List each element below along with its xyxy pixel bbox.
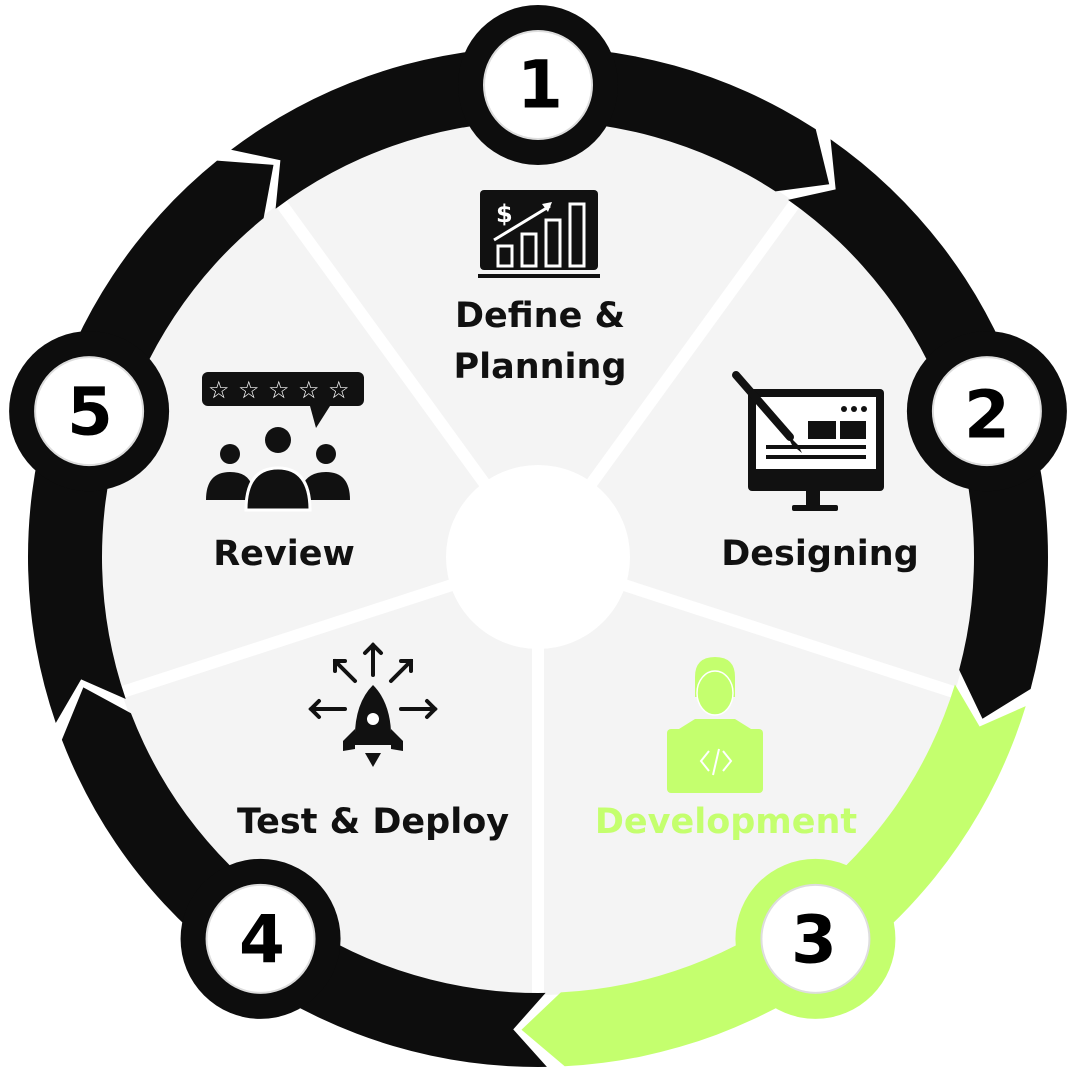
step-1-badge <box>483 30 593 140</box>
step-1-number: 1 <box>517 46 563 124</box>
svg-text:☆: ☆ <box>208 376 230 404</box>
chart-growth-icon: $ <box>478 190 600 278</box>
step-3-number: 3 <box>791 901 837 979</box>
svg-text:☆: ☆ <box>268 376 290 404</box>
developer-laptop-icon <box>667 657 763 793</box>
step-2-badge <box>931 356 1042 467</box>
step-5-number: 5 <box>67 373 113 451</box>
step-2-arrow-band <box>788 139 1049 719</box>
step-5-label: Review <box>213 534 355 574</box>
step-2-label: Designing <box>721 534 919 574</box>
step-4-number: 4 <box>239 901 285 979</box>
step-1-label-line2: Planning <box>453 346 627 387</box>
step-2-number: 2 <box>964 376 1010 454</box>
step-1-label: Define & Planning <box>453 290 626 393</box>
svg-text:☆: ☆ <box>238 376 260 404</box>
step-4-label: Test & Deploy <box>236 802 510 842</box>
step-3-label: Development <box>594 802 858 842</box>
svg-text:☆: ☆ <box>298 376 320 404</box>
monitor-design-icon <box>732 371 884 511</box>
step-4-badge <box>205 883 316 994</box>
svg-text:$: $ <box>496 200 513 228</box>
review-stars-icon: ☆ ☆ ☆ ☆ ☆ <box>202 372 364 512</box>
rocket-icon <box>308 642 438 767</box>
step-5-badge <box>34 356 145 467</box>
step-5-arrow-band <box>27 160 274 724</box>
step-1-label-line1: Define & <box>454 296 626 336</box>
svg-text:☆: ☆ <box>328 376 350 404</box>
step-3-badge <box>760 883 871 994</box>
center-hub <box>446 465 630 649</box>
step-1-arrow-band <box>231 46 830 209</box>
